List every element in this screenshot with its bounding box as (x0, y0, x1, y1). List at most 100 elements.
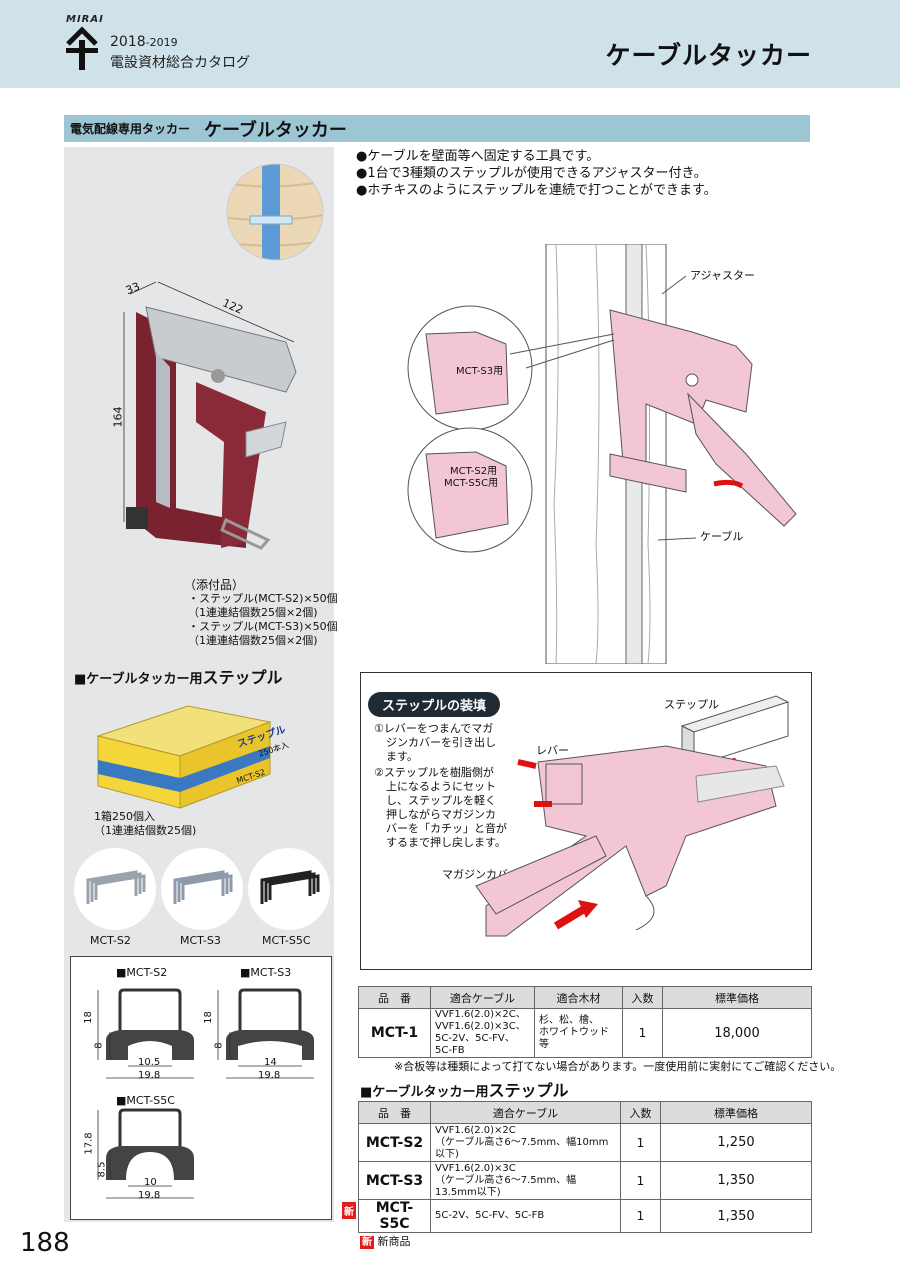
product-table: 品 番 適合ケーブル 適合木材 入数 標準価格 MCT-1 VVF1.6(2.0… (358, 986, 812, 1058)
cable-line: VVF1.6(2.0)×3C (435, 1162, 516, 1174)
new-legend-text: 新商品 (377, 1235, 411, 1248)
price: 1,350 (660, 1199, 812, 1233)
staple-section-heading: ■ケーブルタッカー用ステップル (74, 668, 283, 687)
compatible-cable: VVF1.6(2.0)×2C、 VVF1.6(2.0)×3C、 5C-2V、5C… (430, 1008, 535, 1058)
staple-box-photo (96, 705, 272, 809)
section-title: ケーブルタッカー (204, 120, 347, 141)
table-header-row: 品 番 適合ケーブル 適合木材 入数 標準価格 (358, 986, 812, 1009)
table-header: 標準価格 (660, 1101, 812, 1124)
dim-s5c-label: ■MCT-S5C (116, 1094, 175, 1107)
section-band (64, 115, 810, 142)
attachment-item: ・ステップル(MCT-S2)×50個 (188, 592, 338, 605)
new-legend: 新 新商品 (360, 1233, 411, 1249)
label-s5c-use: MCT-S5C用 (444, 478, 499, 489)
table-header: 適合ケーブル (430, 1101, 621, 1124)
wall-mount-photo (226, 163, 324, 261)
table-header: 品 番 (358, 986, 431, 1009)
table-header-row: 品 番 適合ケーブル 入数 標準価格 (358, 1101, 812, 1124)
compatible-wood: 杉、松、檜、 ホワイトウッド等 (534, 1008, 623, 1058)
dim-s3-win: 14 (264, 1057, 277, 1068)
quantity: 1 (620, 1123, 661, 1162)
cable-line: VVF1.6(2.0)×3C、 (435, 1021, 526, 1032)
attachment-item: （1連連結個数25個×2個) (188, 606, 318, 619)
quantity: 1 (620, 1161, 661, 1200)
table-row: MCT-S5C 5C-2V、5C-FV、5C-FB 1 1,350 (358, 1199, 812, 1233)
feature-item: ●ホチキスのようにステップルを連続で打つことができます。 (356, 183, 717, 198)
dim-s5c-inner: 8.5 (96, 1161, 108, 1178)
step-line: するまで押し戻します。 (386, 836, 506, 849)
step-line: し、ステップルを軽く (386, 794, 496, 807)
step-line: バーを「カチッ」と音が (386, 822, 507, 835)
cable-line: VVF1.6(2.0)×2C、 (435, 1009, 526, 1020)
dim-s2-wout: 19.8 (138, 1070, 161, 1081)
thumb-label-s2: MCT-S2 (90, 934, 131, 947)
attachments-heading: （添付品） (184, 578, 245, 592)
dim-s5c-wout: 19.8 (138, 1190, 161, 1201)
usage-diagram (407, 244, 797, 664)
dim-s5c-win: 10 (144, 1177, 157, 1188)
table-header: 入数 (622, 986, 663, 1009)
product-code: MCT-S5C (358, 1199, 431, 1233)
compatible-cable: VVF1.6(2.0)×2C （ケーブル高さ6～7.5mm、幅10mm以下) (430, 1123, 621, 1162)
table-row: MCT-S2 VVF1.6(2.0)×2C （ケーブル高さ6～7.5mm、幅10… (358, 1123, 812, 1162)
dim-s2-inner: 8 (93, 1042, 105, 1049)
dim-s2-label: ■MCT-S2 (116, 966, 168, 979)
cable-line: VVF1.6(2.0)×2C (435, 1124, 516, 1136)
label-adjuster: アジャスター (690, 269, 756, 282)
label-s3-use: MCT-S3用 (456, 366, 504, 377)
cable-line: （ケーブル高さ6～7.5mm、幅13.5mm以下) (435, 1174, 577, 1198)
section-subtitle: 電気配線専用タッカー (70, 122, 191, 136)
step-line: ①レバーをつまんでマガ (374, 722, 494, 735)
dim-s2-h: 18 (82, 1011, 94, 1024)
brand-logo-text: MIRAI (66, 14, 104, 25)
product-code: MCT-S3 (358, 1161, 431, 1200)
pack-info-2: （1連連結個数25個) (94, 824, 197, 837)
attachment-item: （1連連結個数25個×2個) (188, 634, 318, 647)
dimension-box (70, 956, 332, 1220)
pack-info-1: 1箱250個入 (94, 810, 155, 823)
staple-dimension-drawings (97, 988, 314, 1199)
brand-logo-icon (66, 26, 98, 70)
staple-table: 品 番 適合ケーブル 入数 標準価格 MCT-S2 VVF1.6(2.0)×2C… (358, 1101, 812, 1233)
dim-s3-wout: 19.8 (258, 1070, 281, 1081)
page-number: 188 (20, 1228, 70, 1258)
page-title: ケーブルタッカー (605, 41, 812, 70)
step-line: ②ステップルを樹脂側が (374, 766, 494, 779)
step-line: 押しながらマガジンカ (386, 808, 496, 821)
table-row: MCT-1 VVF1.6(2.0)×2C、 VVF1.6(2.0)×3C、 5C… (358, 1008, 812, 1058)
loading-title: ステップルの装填 (368, 692, 501, 717)
product-code: MCT-S2 (358, 1123, 431, 1162)
quantity: 1 (620, 1199, 661, 1233)
quantity: 1 (622, 1008, 663, 1058)
cable-line: 5C-2V、5C-FV、5C-FB (435, 1210, 545, 1221)
cable-line: 5C-2V、5C-FV、5C-FB (435, 1033, 515, 1056)
table-header: 適合木材 (534, 986, 623, 1009)
tool-photo (123, 281, 297, 550)
table-header: 品 番 (358, 1101, 431, 1124)
feature-item: ●ケーブルを壁面等へ固定する工具です。 (356, 149, 600, 164)
thumb-label-s3: MCT-S3 (180, 934, 221, 947)
dim-s3-label: ■MCT-S3 (240, 966, 292, 979)
compatible-cable: VVF1.6(2.0)×3C （ケーブル高さ6～7.5mm、幅13.5mm以下) (430, 1161, 621, 1200)
usage-note: ※合板等は種類によって打てない場合があります。一度使用前に実射にてご確認ください… (394, 1060, 842, 1073)
new-badge: 新 (342, 1202, 356, 1219)
dim-s3-h: 18 (202, 1011, 214, 1024)
attachment-item: ・ステップル(MCT-S3)×50個 (188, 620, 338, 633)
label-s2-use: MCT-S2用 (450, 466, 498, 477)
feature-item: ●1台で3種類のステップルが使用できるアジャスター付き。 (356, 166, 707, 181)
table-header: 入数 (620, 1101, 661, 1124)
step-line: ます。 (386, 750, 418, 763)
compatible-cable: 5C-2V、5C-FV、5C-FB (430, 1199, 621, 1233)
label-cable: ケーブル (700, 530, 744, 543)
new-legend-badge: 新 (360, 1236, 374, 1249)
catalog-year: 2018-2019 (110, 34, 178, 50)
cable-line: （ケーブル高さ6～7.5mm、幅10mm以下) (435, 1136, 609, 1160)
dim-s5c-h: 17.8 (83, 1132, 95, 1155)
price: 18,000 (662, 1008, 812, 1058)
pack-info: 1箱250個入 （1連連結個数25個) (94, 810, 196, 838)
catalog-title: 電設資材総合カタログ (110, 55, 250, 71)
label-staple: ステップル (664, 698, 719, 711)
price: 1,250 (660, 1123, 812, 1162)
table-header: 適合ケーブル (430, 986, 535, 1009)
step-line: 上になるようにセット (386, 780, 496, 793)
